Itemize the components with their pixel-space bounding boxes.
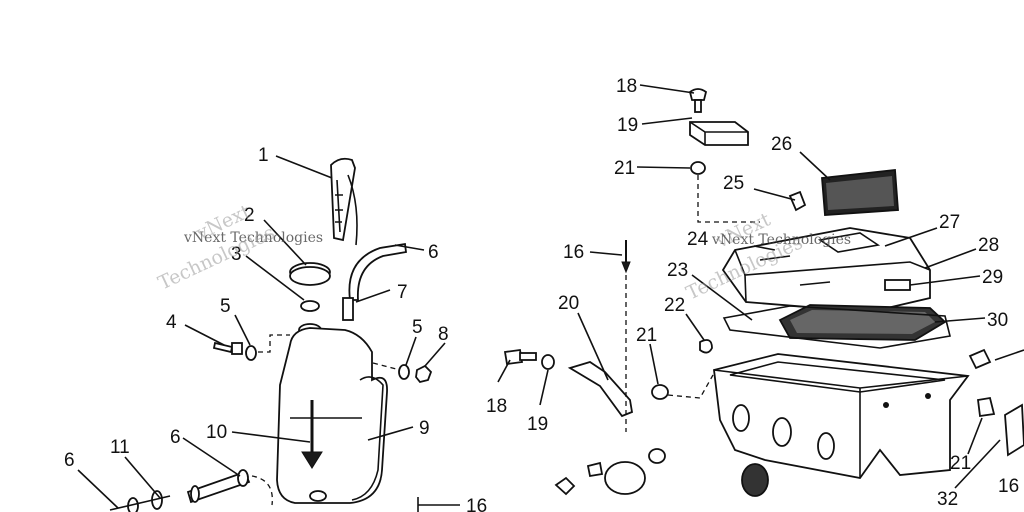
oil-tank-part — [276, 327, 388, 504]
callout-labels: 1 2 3 4 5 5 6 6 6 7 8 9 10 11 16 16 16 1… — [64, 76, 1019, 512]
washer-nut-right — [372, 362, 433, 384]
callout-18-top: 18 — [616, 76, 637, 97]
callout-22: 22 — [664, 295, 685, 316]
callout-16-pin: 16 — [563, 242, 584, 263]
callout-19-top: 19 — [617, 115, 638, 136]
callout-27: 27 — [939, 212, 960, 233]
callout-24: 24 — [687, 229, 709, 250]
vent-hose-part — [342, 242, 407, 321]
air-box-assembly — [503, 88, 1024, 497]
callout-5-left: 5 — [220, 296, 231, 317]
callout-28: 28 — [978, 235, 999, 256]
callout-19-lower: 19 — [527, 414, 548, 435]
bracket-part — [567, 361, 634, 418]
callout-6-left: 6 — [64, 450, 75, 471]
gasket-part — [722, 305, 951, 349]
callout-20: 20 — [558, 293, 579, 314]
clip-22-part — [699, 339, 713, 354]
callout-18-lower: 18 — [486, 396, 507, 417]
callout-30: 30 — [987, 310, 1008, 331]
foam-filter-part — [821, 169, 899, 216]
callout-21-middle: 21 — [636, 325, 657, 346]
callout-1: 1 — [258, 145, 269, 166]
callout-21-top: 21 — [614, 158, 635, 179]
leader-lines — [77, 84, 1024, 512]
callout-26: 26 — [771, 134, 792, 155]
watermark-line-left: vNext Technologies — [183, 230, 323, 246]
callout-4: 4 — [166, 312, 177, 333]
callout-3: 3 — [231, 244, 242, 265]
callout-10: 10 — [206, 422, 227, 443]
clip-part — [788, 190, 807, 212]
tank-cap-part — [289, 262, 331, 337]
grommet-middle — [651, 384, 669, 400]
grommets-right — [968, 348, 1024, 457]
callout-23: 23 — [667, 260, 688, 281]
pin-part — [621, 240, 631, 432]
callout-29: 29 — [982, 267, 1003, 288]
callout-25: 25 — [723, 173, 744, 194]
callout-8: 8 — [438, 324, 449, 345]
callout-2: 2 — [244, 205, 255, 226]
air-element-part — [778, 304, 947, 341]
top-screw-part — [688, 88, 760, 223]
bottom-parts — [554, 448, 769, 497]
callout-6-lower: 6 — [170, 427, 181, 448]
callout-5-right: 5 — [412, 317, 423, 338]
oil-tank-assembly — [109, 157, 433, 512]
callout-21-right: 21 — [950, 453, 971, 474]
lower-hose-part — [109, 469, 273, 512]
air-box-base-part — [713, 353, 970, 479]
bolt-washer-lower — [503, 348, 555, 370]
callout-11: 11 — [110, 437, 130, 458]
callout-16-bottom: 16 — [466, 496, 487, 512]
callout-9: 9 — [419, 418, 430, 439]
callout-16-right: 16 — [998, 476, 1019, 497]
callout-6-hose: 6 — [428, 242, 439, 263]
callout-32: 32 — [937, 489, 958, 510]
dipstick-part — [330, 157, 358, 246]
callout-7: 7 — [397, 282, 408, 303]
dashed-link — [667, 374, 714, 399]
air-box-cover-part — [721, 227, 931, 313]
bolt-washer-left — [212, 334, 290, 361]
watermark-line-right: vNext Technologies — [711, 232, 851, 248]
